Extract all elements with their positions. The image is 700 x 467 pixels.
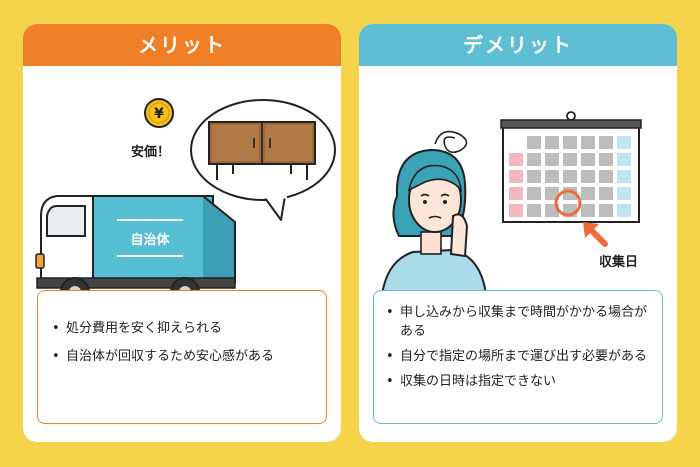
merit-list-box: 処分費用を安く抑えられる 自治体が回収するため安心感がある: [37, 290, 327, 424]
worried-woman-icon: [379, 130, 489, 306]
demerit-item: 収集の日時は指定できない: [386, 372, 650, 391]
garbage-truck-icon: 自治体: [35, 195, 236, 306]
demerit-list: 申し込みから収集まで時間がかかる場合がある 自分で指定の場所まで運び出す必要があ…: [386, 303, 650, 391]
merit-card: メリット ¥ 安価！: [23, 24, 341, 442]
calendar-grid: [509, 136, 631, 217]
calendar-cell: [599, 170, 613, 183]
calendar-cell: [509, 187, 523, 200]
merit-illustration: ¥ 安価！: [35, 98, 336, 306]
sideboard-icon: [208, 121, 316, 180]
calendar-cell: [545, 187, 559, 200]
demerit-list-box: 申し込みから収集まで時間がかかる場合がある 自分で指定の場所まで運び出す必要があ…: [373, 290, 663, 424]
calendar-cell: [617, 170, 631, 183]
calendar-cell: [545, 170, 559, 183]
arrow-icon: [583, 222, 608, 247]
calendar-cell: [581, 204, 595, 217]
demerit-card: デメリット: [359, 24, 677, 442]
calendar-cell: [563, 153, 577, 166]
merit-list: 処分費用を安く抑えられる 自治体が回収するため安心感がある: [52, 319, 312, 366]
collection-day-marker: [554, 189, 582, 217]
calendar-cell: [599, 136, 613, 149]
calendar-cell: [545, 153, 559, 166]
cheap-label: 安価！: [131, 144, 170, 160]
calendar-cell: [617, 204, 631, 217]
calendar-cell: [509, 170, 523, 183]
calendar-cell: [527, 187, 541, 200]
calendar-cell: [581, 170, 595, 183]
calendar-cell: [527, 136, 541, 149]
calendar-cell: [599, 187, 613, 200]
calendar-cell: [599, 204, 613, 217]
demerit-title: デメリット: [359, 24, 677, 66]
merit-item: 処分費用を安く抑えられる: [52, 319, 312, 338]
demerit-item: 自分で指定の場所まで運び出す必要がある: [386, 347, 650, 366]
calendar-cell: [509, 153, 523, 166]
merit-item: 自治体が回収するため安心感がある: [52, 347, 312, 366]
yen-coin-icon: ¥: [144, 98, 174, 128]
calendar-cell: [509, 136, 523, 149]
calendar-cell: [509, 204, 523, 217]
calendar-cell: [527, 170, 541, 183]
yen-symbol: ¥: [154, 106, 164, 122]
calendar-cell: [563, 136, 577, 149]
calendar-cell: [599, 153, 613, 166]
calendar-cell: [545, 136, 559, 149]
merit-title: メリット: [23, 24, 341, 66]
calendar-cell: [527, 204, 541, 217]
calendar-cell: [617, 187, 631, 200]
calendar-cell: [527, 153, 541, 166]
demerit-illustration: 収集日: [379, 111, 642, 306]
calendar-icon: [500, 111, 642, 223]
calendar-cell: [617, 153, 631, 166]
calendar-cell: [617, 136, 631, 149]
calendar-cell: [563, 170, 577, 183]
collection-day-label: 収集日: [599, 254, 638, 270]
calendar-cell: [581, 136, 595, 149]
calendar-cell: [581, 187, 595, 200]
truck-label: 自治体: [130, 232, 170, 248]
calendar-cell: [581, 153, 595, 166]
demerit-item: 申し込みから収集まで時間がかかる場合がある: [386, 303, 650, 341]
